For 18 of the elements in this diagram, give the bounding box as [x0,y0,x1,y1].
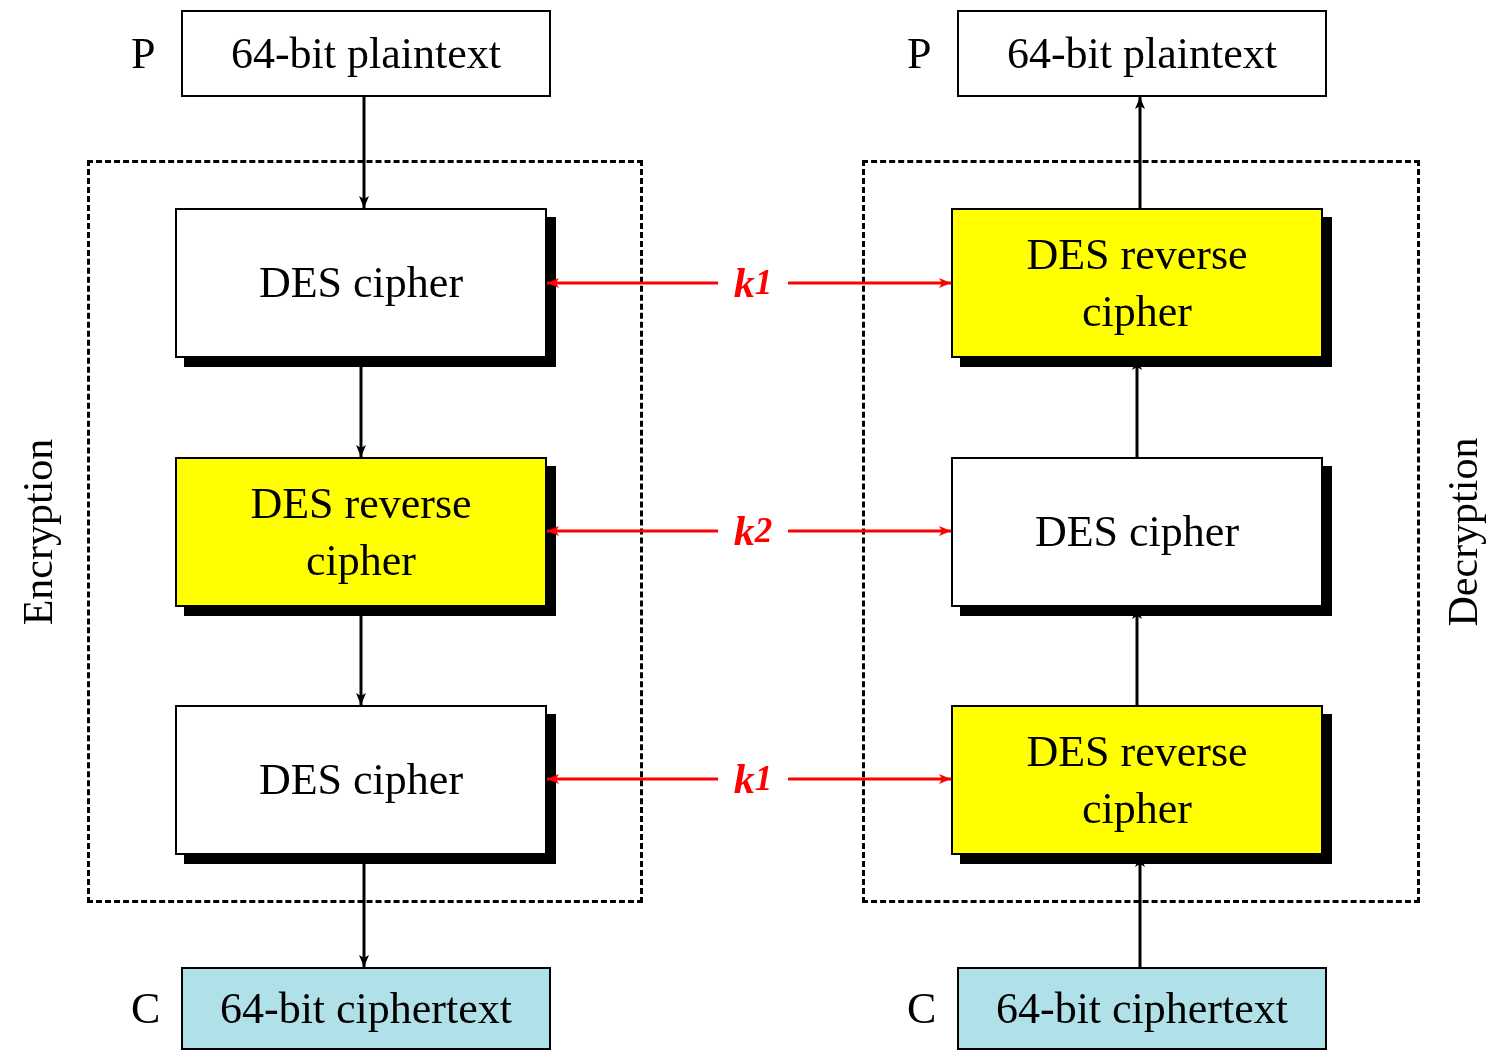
variable-label: C [131,982,161,1035]
arrow [788,774,951,784]
group-heading: Decryption [1439,437,1487,626]
box-label: 64-bit ciphertext [220,982,512,1035]
arrow [788,278,951,288]
arrow [1135,97,1145,208]
arrow [788,526,951,536]
arrow [547,278,718,288]
box-label: 64-bit plaintext [230,27,502,80]
variable-label: C [907,982,937,1035]
box-label: 64-bit ciphertext [996,982,1288,1035]
group-heading: Encryption [14,438,62,625]
arrow [359,97,369,208]
arrow [547,526,718,536]
variable-label: P [131,27,156,80]
arrow [547,774,718,784]
box-label: 64-bit plaintext [1006,27,1278,80]
variable-label: P [907,27,932,80]
